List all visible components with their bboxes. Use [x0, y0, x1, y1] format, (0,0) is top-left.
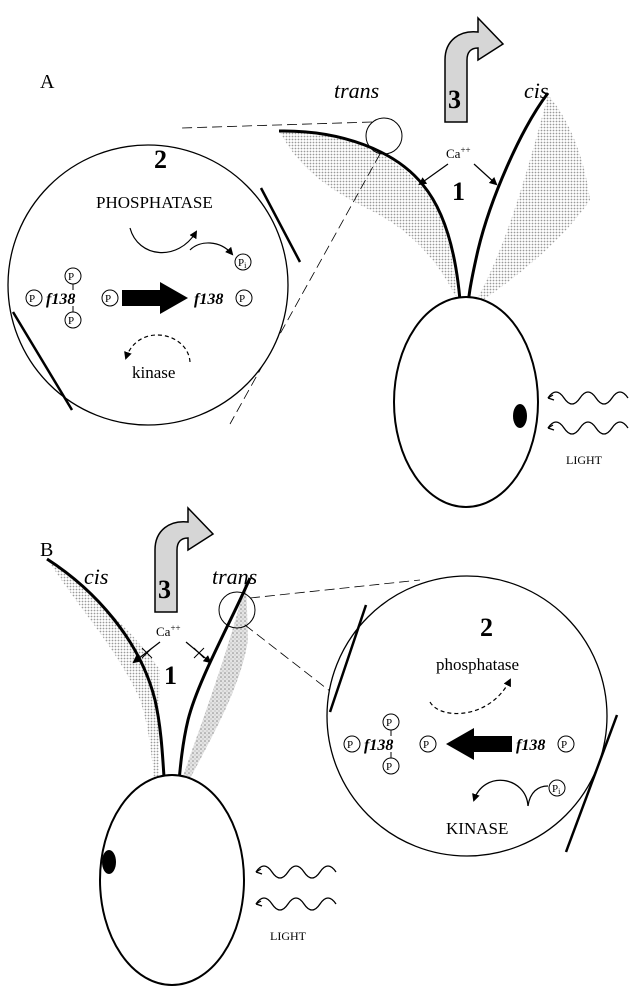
cis-flagellum-waveform-b [48, 560, 160, 790]
f138-left-a: f138 [46, 291, 75, 308]
eyespot-b [102, 850, 116, 874]
trans-label-a: trans [334, 78, 379, 103]
block-cross-icon [194, 648, 204, 658]
zoom-line-a-top [182, 122, 372, 128]
f138-right-b: f138 [516, 737, 545, 754]
phosphate-right-b-label: P [423, 739, 429, 751]
trans-flagellum-waveform [280, 132, 462, 310]
phosphatase-label-a: PHOSPHATASE [96, 193, 213, 212]
light-wave-a-1 [548, 392, 628, 404]
phosphate-bottom-b-label: P [386, 761, 392, 773]
step2-label-a: 2 [154, 145, 167, 174]
calcium-label-b: Ca++ [156, 623, 181, 639]
phosphatase-label-b: phosphatase [436, 655, 519, 674]
panel-a-label: A [40, 71, 55, 93]
cell-body-b [100, 775, 244, 985]
panel-b: B LIGHT cis trans 3 Ca++ 1 [40, 508, 617, 985]
phosphate-single-a-label: P [239, 293, 245, 305]
f138-right-a: f138 [194, 291, 223, 308]
step1-label-b: 1 [164, 661, 177, 690]
phosphate-top-b-label: P [386, 717, 392, 729]
zoom-line-b-top [250, 580, 420, 598]
cis-label-a: cis [524, 78, 548, 103]
phosphate-bottom-a-label: P [68, 315, 74, 327]
phosphate-left-b-label: P [347, 739, 353, 751]
phosphate-single-b-label: P [561, 739, 567, 751]
step2-label-b: 2 [480, 613, 493, 642]
trans-flagellum-waveform-b [178, 578, 248, 790]
phosphate-top-a-label: P [68, 271, 74, 283]
cis-label-b: cis [84, 564, 108, 589]
trans-label-b: trans [212, 564, 257, 589]
f138-left-b: f138 [364, 737, 393, 754]
phosphate-left-a-label: P [29, 293, 35, 305]
calcium-arrow-trans-a [420, 164, 448, 184]
step1-label-a: 1 [452, 177, 465, 206]
light-wave-a-2 [548, 422, 628, 434]
cis-flagellum-b [47, 559, 165, 792]
zoom-source-circle-a [366, 118, 402, 154]
panel-a: A LIGHT trans cis 3 Ca++ 1 [8, 18, 628, 507]
phosphate-right-a-label: P [105, 293, 111, 305]
step3-label-a: 3 [448, 85, 461, 114]
cell-body-a [394, 297, 538, 507]
light-label-a: LIGHT [566, 453, 603, 467]
eyespot-a [513, 404, 527, 428]
light-wave-b-1 [256, 866, 336, 878]
magnified-view-b [327, 576, 607, 856]
calcium-label-a: Ca++ [446, 145, 471, 161]
light-label-b: LIGHT [270, 929, 307, 943]
panel-b-label: B [40, 539, 53, 561]
light-wave-b-2 [256, 898, 336, 910]
calcium-arrow-cis-a [474, 164, 496, 184]
magnified-view-a [8, 145, 288, 425]
step3-label-b: 3 [158, 575, 171, 604]
kinase-label-b: KINASE [446, 819, 508, 838]
kinase-label-a: kinase [132, 363, 175, 382]
